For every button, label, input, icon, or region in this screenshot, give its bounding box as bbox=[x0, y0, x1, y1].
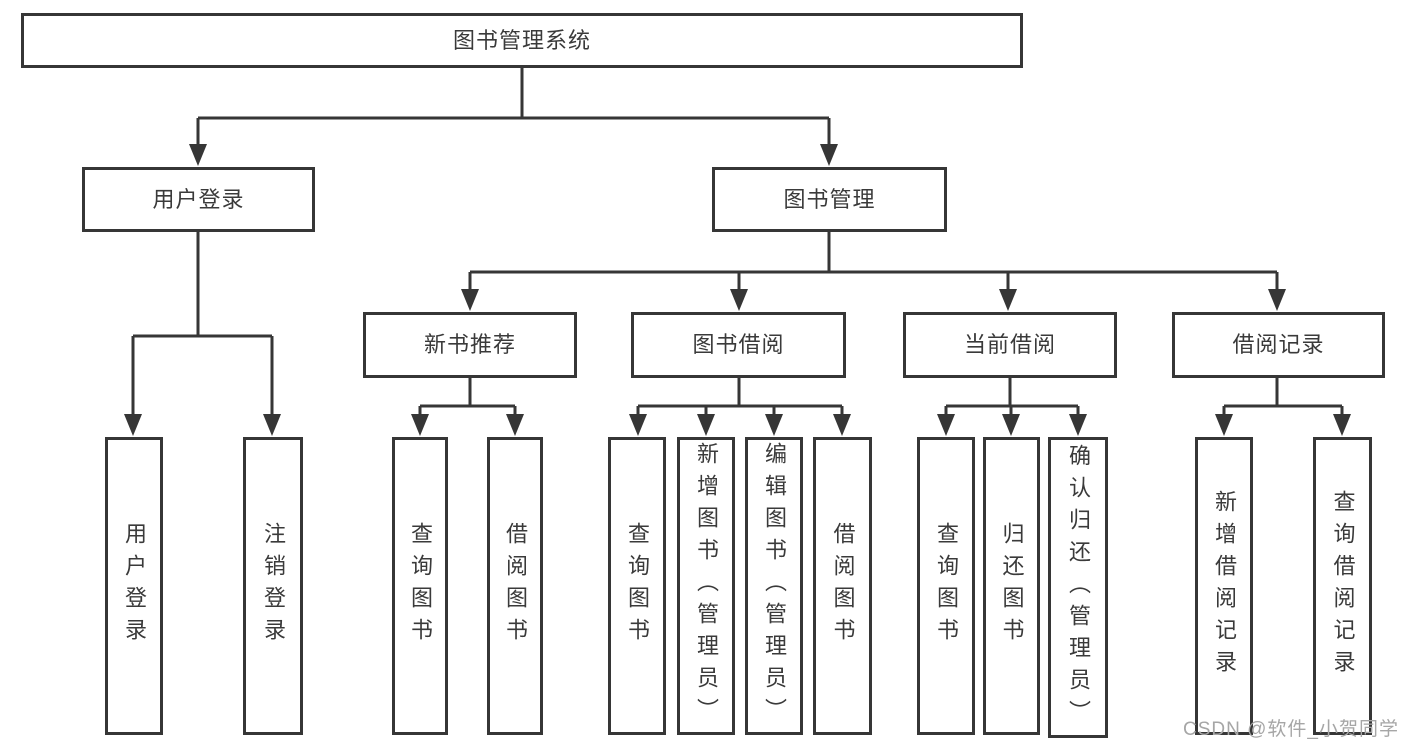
csdn-watermark: CSDN @软件_小贺同学 bbox=[1183, 719, 1399, 740]
arrowhead-icon bbox=[1268, 289, 1286, 311]
arrowhead-icon bbox=[765, 414, 783, 436]
arrowhead-icon bbox=[833, 414, 851, 436]
arrowhead-icon bbox=[1002, 414, 1020, 436]
arrowhead-icon bbox=[629, 414, 647, 436]
node-user-login: 用户登录 bbox=[82, 167, 315, 232]
leaf-query-borrow-record: 查询借阅记录 bbox=[1313, 437, 1372, 735]
node-book-management: 图书管理 bbox=[712, 167, 947, 232]
node-label: 借阅记录 bbox=[1232, 332, 1325, 357]
arrowhead-icon bbox=[697, 414, 715, 436]
node-current-borrowing: 当前借阅 bbox=[903, 312, 1117, 378]
node-label: 注销登录 bbox=[261, 522, 286, 650]
leaf-user-login: 用户登录 bbox=[105, 437, 163, 735]
arrowhead-icon bbox=[461, 289, 479, 311]
leaf-logout: 注销登录 bbox=[243, 437, 303, 735]
node-label: 当前借阅 bbox=[963, 332, 1056, 357]
node-label: 图书借阅 bbox=[692, 332, 785, 357]
node-label: 新书推荐 bbox=[423, 332, 516, 357]
leaf-add-borrow-record: 新增借阅记录 bbox=[1195, 437, 1253, 735]
node-label: 查询图书 bbox=[934, 522, 959, 650]
arrowhead-icon bbox=[730, 289, 748, 311]
connector-path bbox=[131, 68, 1344, 419]
leaf-query-books-current: 查询图书 bbox=[917, 437, 975, 735]
node-label: 确认归还（管理员） bbox=[1066, 443, 1091, 732]
leaf-edit-book-admin: 编辑图书（管理员） bbox=[745, 437, 803, 735]
leaf-add-book-admin: 新增图书（管理员） bbox=[677, 437, 735, 735]
node-label: 图书管理 bbox=[783, 186, 876, 212]
node-label: 用户登录 bbox=[152, 186, 245, 212]
arrowhead-icon bbox=[124, 414, 142, 436]
node-label: 新增图书（管理员） bbox=[694, 442, 719, 730]
node-borrowing-records: 借阅记录 bbox=[1172, 312, 1385, 378]
arrowhead-icon bbox=[189, 144, 207, 166]
leaf-borrow-books: 借阅图书 bbox=[813, 437, 872, 735]
node-new-book-recommendation: 新书推荐 bbox=[363, 312, 577, 378]
arrowhead-icon bbox=[1215, 414, 1233, 436]
arrowhead-icon bbox=[1333, 414, 1351, 436]
leaf-query-books-borrow: 查询图书 bbox=[608, 437, 666, 735]
node-label: 借阅图书 bbox=[503, 522, 528, 650]
arrowhead-icon bbox=[411, 414, 429, 436]
node-label: 新增借阅记录 bbox=[1212, 490, 1237, 682]
node-library-management-system: 图书管理系统 bbox=[21, 13, 1023, 68]
leaf-confirm-return-admin: 确认归还（管理员） bbox=[1048, 437, 1108, 738]
node-book-borrowing: 图书借阅 bbox=[631, 312, 846, 378]
arrowhead-icon bbox=[263, 414, 281, 436]
arrowhead-icon bbox=[1069, 414, 1087, 436]
node-label: 查询借阅记录 bbox=[1330, 490, 1356, 682]
arrowhead-icon bbox=[999, 289, 1017, 311]
arrowhead-icon bbox=[937, 414, 955, 436]
node-label: 图书管理系统 bbox=[452, 27, 591, 53]
leaf-query-books-recommend: 查询图书 bbox=[392, 437, 448, 735]
node-label: 编辑图书（管理员） bbox=[762, 442, 787, 730]
node-label: 查询图书 bbox=[625, 522, 650, 650]
node-label: 借阅图书 bbox=[830, 522, 856, 650]
leaf-return-book: 归还图书 bbox=[983, 437, 1040, 735]
node-label: 用户登录 bbox=[122, 522, 147, 650]
arrowhead-icon bbox=[820, 144, 838, 166]
node-label: 归还图书 bbox=[999, 522, 1025, 650]
leaf-borrow-books-recommend: 借阅图书 bbox=[487, 437, 543, 735]
arrowhead-icon bbox=[506, 414, 524, 436]
node-label: 查询图书 bbox=[408, 522, 433, 650]
